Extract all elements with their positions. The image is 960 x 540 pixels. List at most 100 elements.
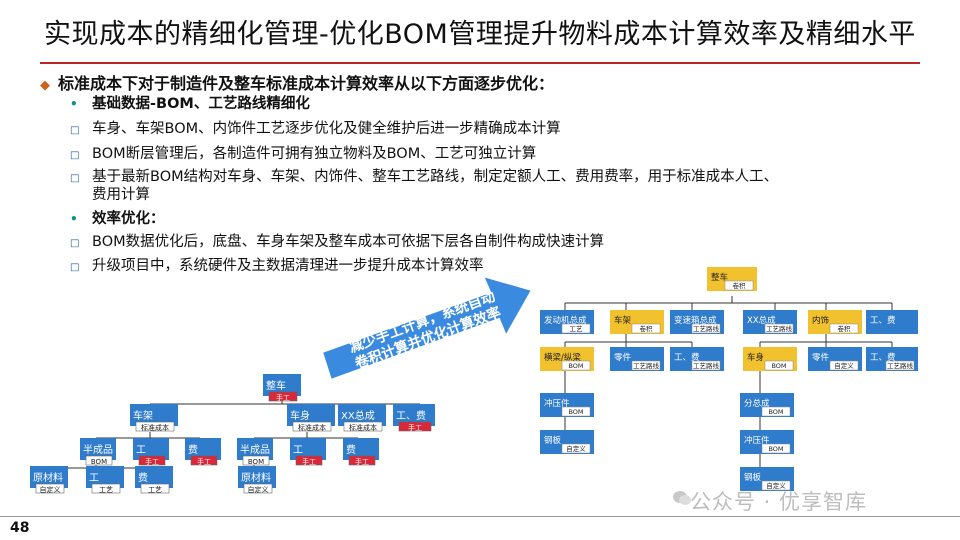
section-heading: ◆标准成本下对于制造件及整车标准成本计算效率从以下方面逐步优化：	[40, 70, 554, 94]
right-node-tag-text: BOM	[568, 408, 583, 416]
left-node	[338, 404, 386, 426]
left-node-tag-text: 手工	[408, 423, 422, 432]
left-node-label: 工	[89, 473, 99, 484]
right-node-tag-text: 工艺路线	[887, 361, 914, 370]
right-node-tag-text: 工艺	[570, 325, 584, 333]
watermark: 公众号 · 优享智库	[690, 490, 868, 514]
right-node-tag	[561, 323, 591, 334]
right-node-tag	[631, 323, 661, 334]
right-node-tag-text: 自定义	[766, 481, 786, 490]
right-node-tag-text: 卷积	[733, 281, 747, 290]
sub-heading: •基础数据-BOM、工艺路线精细化	[70, 95, 310, 113]
right-node-label: 冲压件	[544, 398, 570, 409]
left-node	[290, 438, 326, 460]
right-node-tag-text: BOM	[568, 362, 583, 370]
bullet-text: BOM断层管理后，各制造件可拥有独立物料及BOM、工艺可独立计算	[92, 146, 537, 162]
big-arrow-shape	[320, 274, 534, 382]
right-node-label: 零件	[614, 352, 632, 363]
right-node-tag-text: 自定义	[566, 444, 586, 453]
left-node	[133, 438, 169, 460]
square-bullet-icon: □	[70, 173, 80, 184]
right-node-tag-text: 工艺路线	[693, 361, 720, 370]
left-node-label: 费	[346, 443, 356, 456]
right-node-tag	[631, 360, 661, 371]
left-node-tag	[135, 421, 175, 432]
right-node-label: 车架	[614, 315, 632, 326]
left-node-tag	[138, 455, 166, 466]
right-node-label: 工、费	[674, 352, 700, 363]
right-node-tag	[761, 443, 791, 454]
right-node-label: 钢板	[744, 472, 762, 483]
left-node-tag-text: 手工	[197, 457, 211, 466]
left-node-label: 车架	[133, 409, 153, 422]
right-node	[866, 310, 918, 334]
right-node-tag	[764, 360, 794, 371]
bullet-item: □ 升级项目中，系统硬件及主数据清理进一步提升成本计算效率	[70, 257, 484, 277]
right-node-label: 变速箱总成	[674, 315, 717, 326]
square-bullet-icon: □	[70, 238, 80, 249]
bullet-item: □ BOM数据优化后，底盘、车身车架及整车成本可依据下层各自制件构成快速计算	[70, 233, 604, 253]
sub-heading: •效率优化：	[70, 210, 165, 228]
right-node-label: 工、费	[870, 352, 896, 363]
square-bullet-icon: □	[70, 150, 80, 161]
right-node-tag-text: 工艺路线	[633, 361, 660, 370]
square-bullet-icon: □	[70, 125, 80, 136]
right-node-tag	[691, 360, 721, 371]
left-node-tag	[243, 483, 273, 494]
left-node-label: 原材料	[33, 471, 63, 484]
footer-divider	[0, 516, 960, 517]
right-node-label: 整车	[711, 272, 728, 283]
left-node	[343, 438, 379, 460]
left-node	[287, 404, 335, 426]
left-node	[238, 466, 276, 488]
right-node-label: 横梁/纵梁	[544, 352, 581, 363]
right-node-label: 冲压件	[744, 435, 770, 446]
left-node-label: 费	[138, 471, 148, 484]
bullet-text: BOM数据优化后，底盘、车身车架及整车成本可依据下层各自制件构成快速计算	[92, 234, 605, 250]
left-node	[263, 374, 301, 396]
square-bullet-icon: □	[70, 262, 80, 273]
left-node-tag-text: BOM	[248, 458, 264, 466]
left-node-tag	[140, 483, 170, 494]
right-node-tag-text: BOM	[768, 408, 783, 416]
bullet-item: □ BOM断层管理后，各制造件可拥有独立物料及BOM、工艺可独立计算	[70, 145, 536, 165]
left-node	[80, 438, 116, 460]
left-node-tag	[85, 455, 113, 466]
left-node-tag-text: 自定义	[248, 485, 269, 494]
left-node-label: XX总成	[341, 409, 375, 422]
right-node-tag-text: 工艺路线	[766, 324, 793, 333]
bullet-text: 升级项目中，系统硬件及主数据清理进一步提升成本计算效率	[92, 258, 484, 274]
left-node	[30, 466, 68, 488]
left-node-tag-text: 自定义	[40, 485, 61, 494]
right-node-label: 发动机总成	[544, 315, 587, 326]
left-node-label: 半成品	[240, 443, 270, 456]
left-node-tag	[91, 483, 121, 494]
bullet-item: □车身、车架BOM、内饰件工艺逐步优化及健全维护后进一步精确成本计算	[70, 120, 561, 140]
left-node	[86, 466, 124, 488]
right-node-label: 车身	[747, 352, 764, 363]
left-node-tag-text: 手工	[145, 457, 159, 466]
right-node-label: 零件	[812, 352, 830, 363]
left-node-tag-text: 工艺	[99, 486, 113, 494]
left-node-label: 半成品	[83, 443, 113, 456]
left-node	[237, 438, 273, 460]
right-node-tag-text: 卷积	[640, 324, 654, 333]
bullet-text: 基础数据-BOM、工艺路线精细化	[92, 96, 310, 112]
left-node-label: 费	[188, 443, 198, 456]
left-node-tag-text: 手工	[276, 393, 290, 402]
right-node-tag-text: BOM	[771, 362, 786, 370]
left-node-label: 工	[136, 445, 146, 456]
page-number: 48	[10, 520, 30, 536]
right-node-tag	[829, 323, 859, 334]
bullet-item: 费用计算	[70, 186, 150, 204]
left-node-tag	[348, 455, 376, 466]
bullet-text: 费用计算	[92, 187, 150, 203]
right-node-tag	[561, 443, 591, 454]
right-node-tag-text: 自定义	[834, 361, 854, 370]
title-divider	[40, 62, 920, 64]
left-node-tag	[343, 421, 383, 432]
left-node-tag	[398, 421, 432, 432]
right-node-tag	[561, 360, 591, 371]
left-node-tag-text: BOM	[91, 458, 107, 466]
